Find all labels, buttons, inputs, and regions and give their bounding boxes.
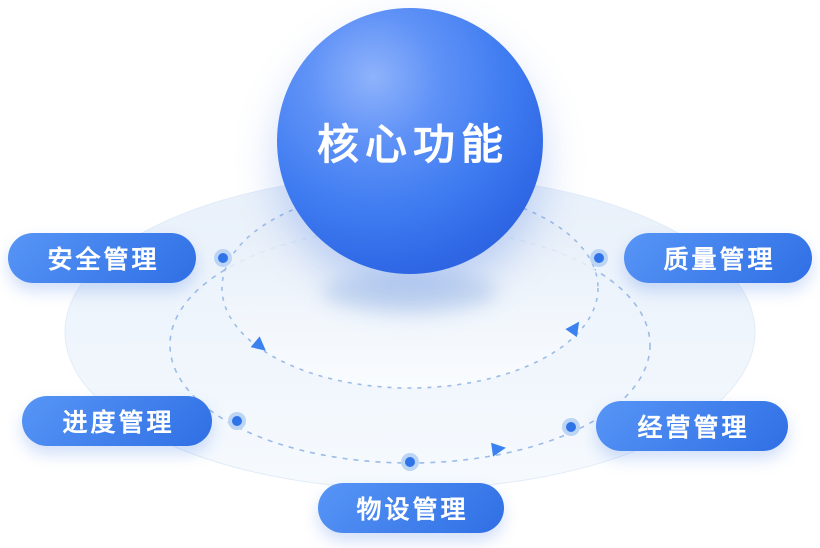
pill-materials-label: 物设管理: [356, 496, 469, 524]
core-sphere: 核心功能: [277, 8, 543, 274]
pill-safety-management: 安全管理: [8, 233, 196, 283]
orbit-dot-operation: [562, 418, 580, 436]
inner-orbit-dashed: [221, 187, 599, 389]
orbit-dot-progress: [228, 412, 246, 430]
pill-quality-label: 质量管理: [663, 246, 776, 274]
orbit-arrow-right-icon: [565, 321, 580, 338]
orbit-dot-materials: [401, 453, 419, 471]
pill-safety-label: 安全管理: [47, 246, 160, 274]
core-sphere-label: 核心功能: [316, 120, 509, 168]
pill-progress-management: 进度管理: [22, 396, 212, 446]
orbit-dot-safety: [214, 249, 232, 267]
pill-progress-label: 进度管理: [62, 409, 175, 437]
pill-materials-management: 物设管理: [318, 483, 504, 533]
pill-operation-management: 经营管理: [596, 401, 788, 451]
orbit-arrow-left-icon: [250, 336, 266, 351]
orbit-arrow-bottom-icon: [491, 442, 506, 457]
pill-quality-management: 质量管理: [624, 233, 812, 283]
sphere-shadow: [322, 272, 498, 312]
pill-operation-label: 经营管理: [637, 414, 750, 442]
orbit-dot-quality: [590, 249, 608, 267]
